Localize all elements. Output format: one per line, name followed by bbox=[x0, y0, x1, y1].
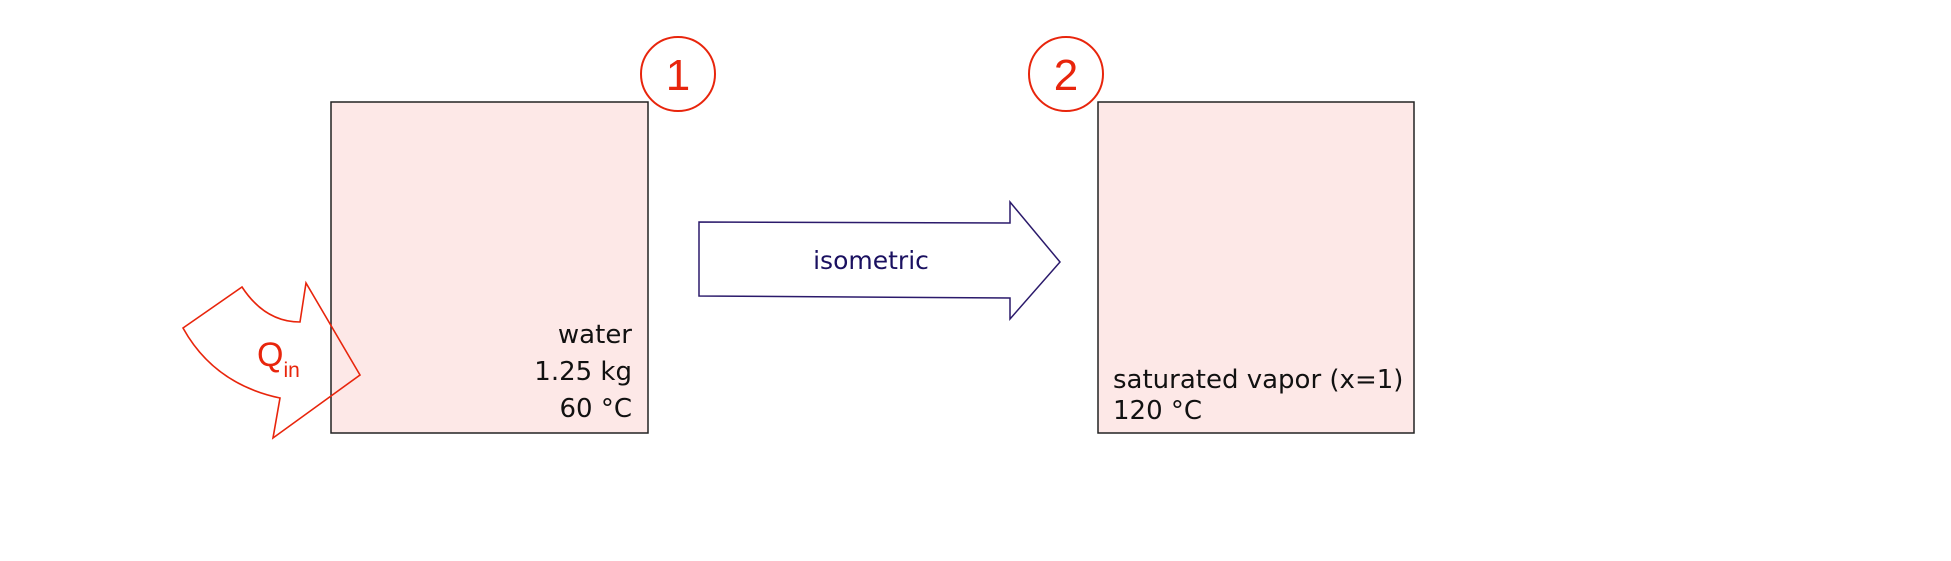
state2-marker-number: 2 bbox=[1054, 51, 1078, 100]
state1-box bbox=[330, 101, 649, 434]
state2-phase: saturated vapor (x=1) bbox=[1113, 365, 1403, 395]
state1-mass: 1.25 kg bbox=[534, 357, 632, 387]
state2-box bbox=[1097, 101, 1415, 434]
right-arrow-icon bbox=[698, 199, 1061, 321]
state1-marker-number: 1 bbox=[666, 51, 690, 100]
state2-marker-circle bbox=[1028, 36, 1104, 112]
state2-temperature: 120 °C bbox=[1113, 396, 1202, 426]
curved-arrow-icon bbox=[181, 280, 362, 440]
state1-temperature: 60 °C bbox=[559, 394, 632, 424]
heat-symbol: Q bbox=[257, 336, 283, 374]
state1-substance: water bbox=[558, 320, 632, 350]
process-label: isometric bbox=[813, 246, 929, 275]
heat-label: Qin bbox=[257, 336, 300, 382]
heat-subscript: in bbox=[283, 359, 299, 382]
state1-marker-circle bbox=[640, 36, 716, 112]
